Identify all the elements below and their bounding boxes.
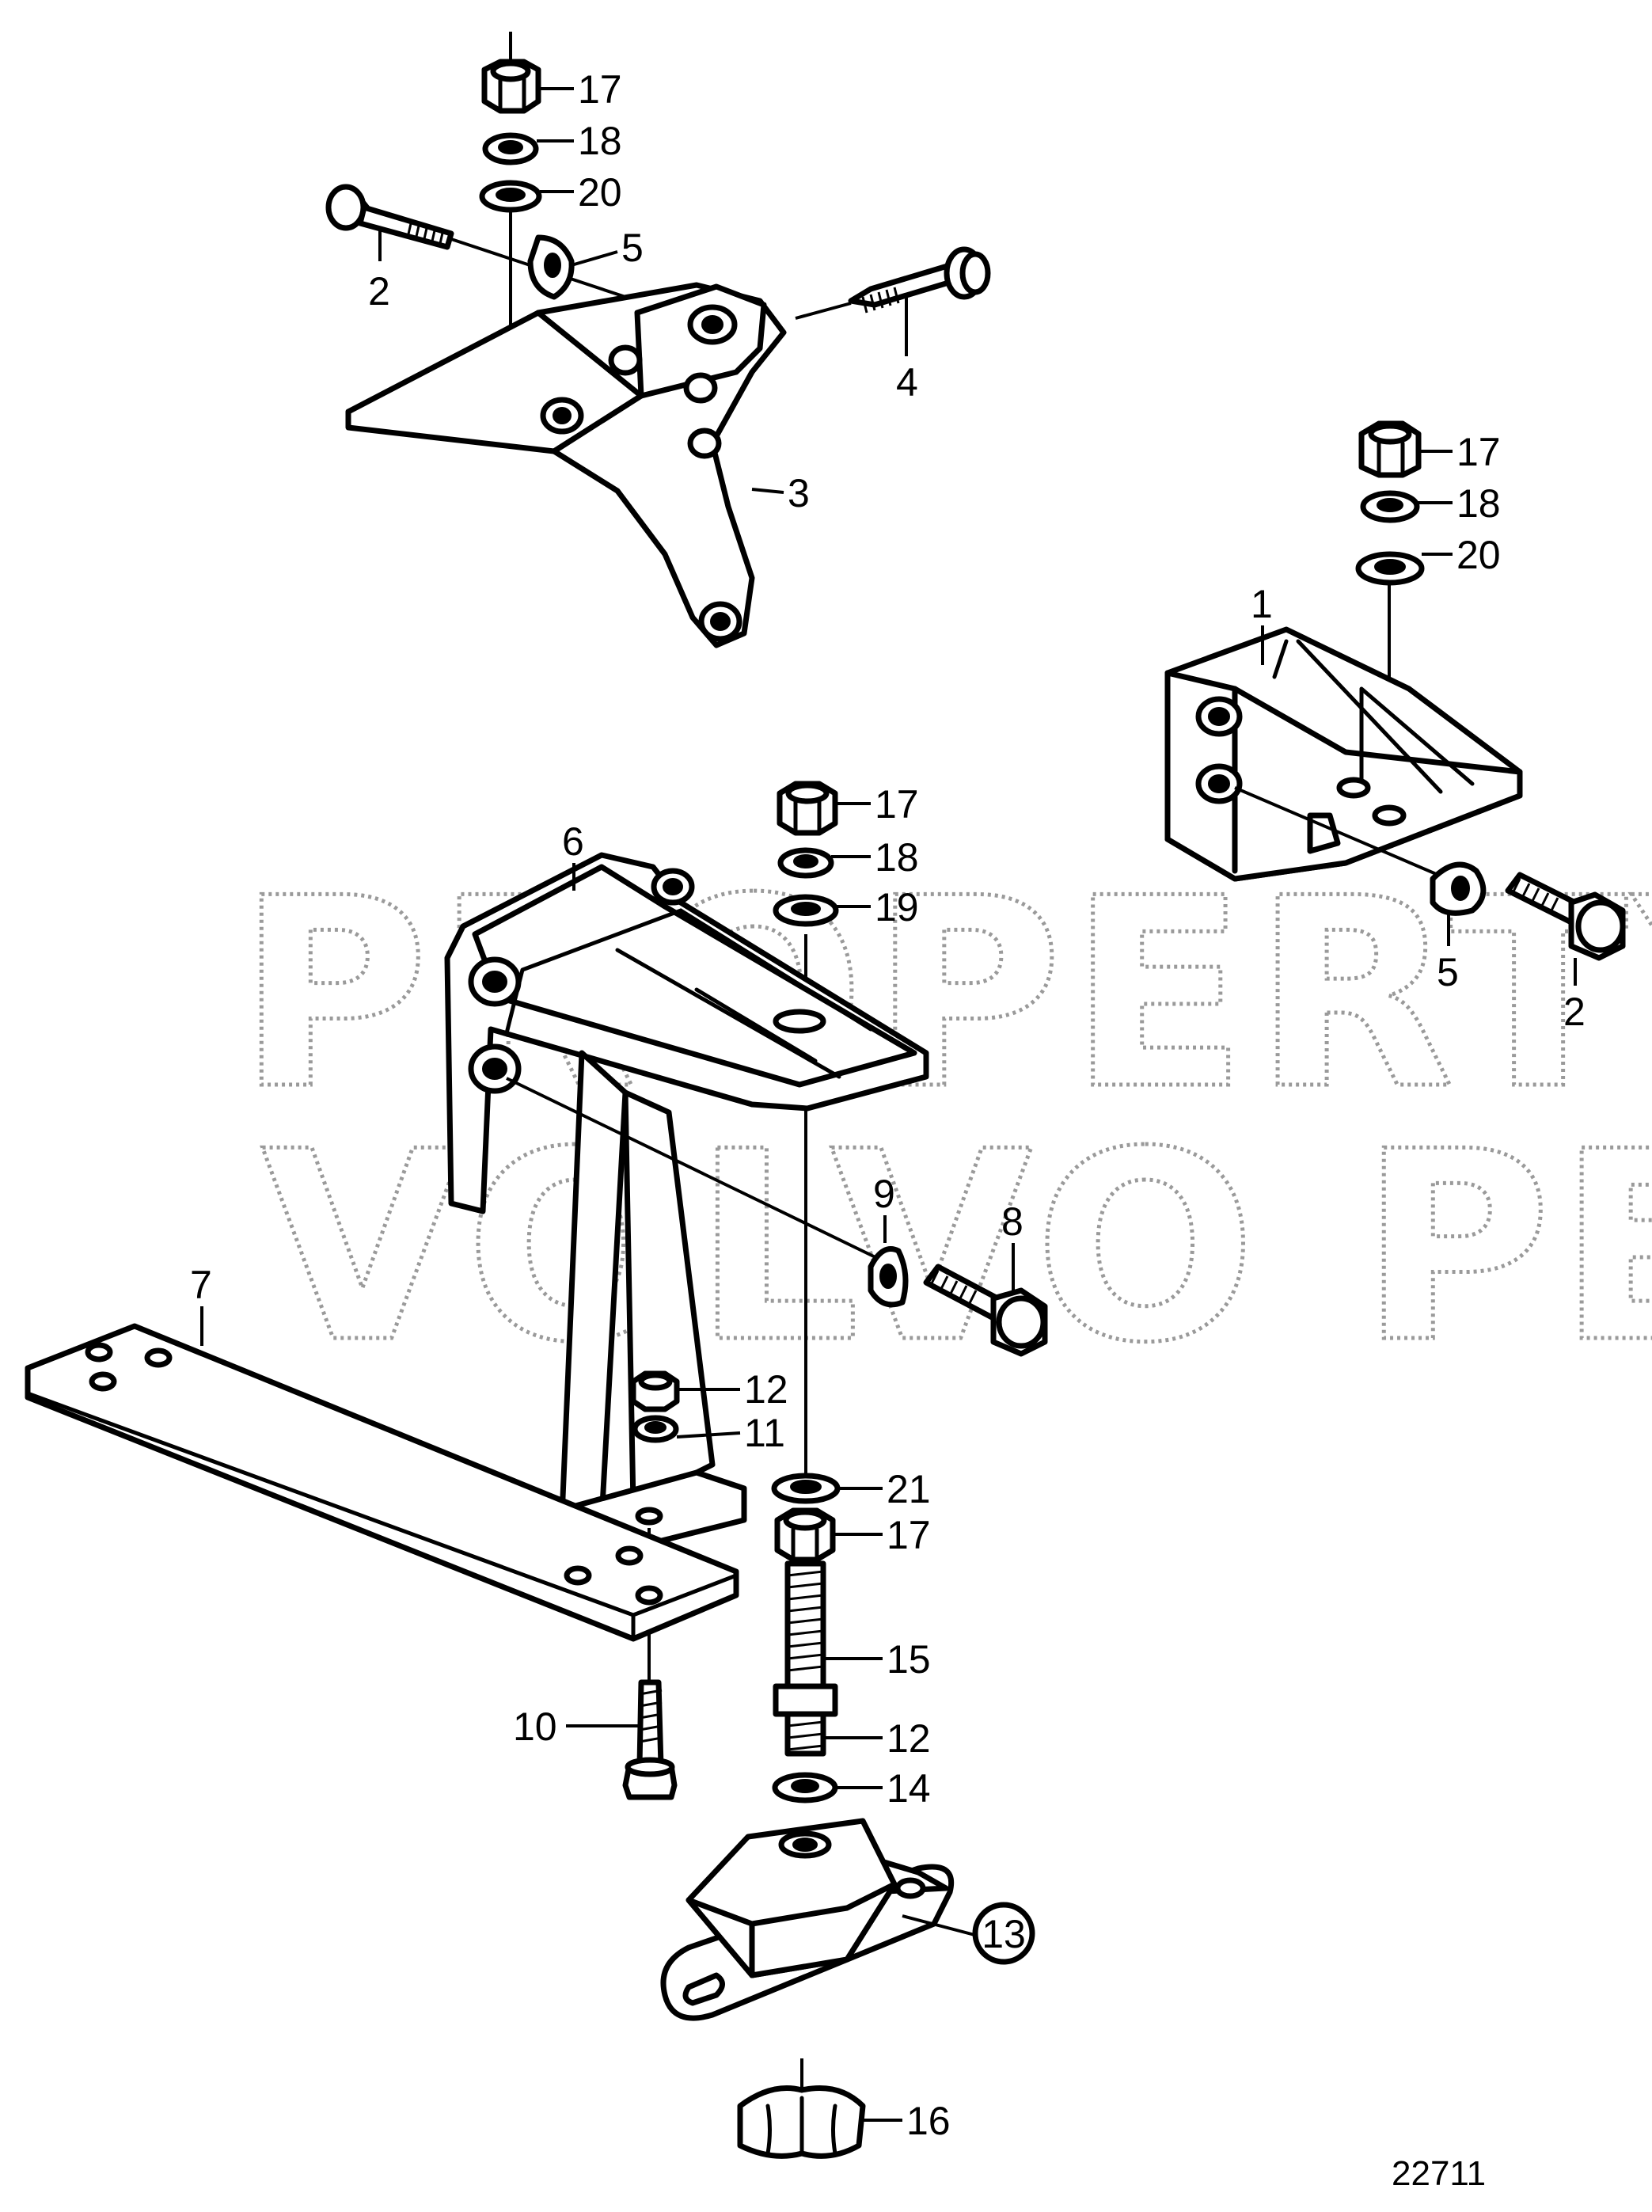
callout-6: 6 [562,819,584,864]
callout-12: 12 [887,1716,931,1761]
callout-1: 1 [1251,582,1273,626]
lock-washer [1360,490,1420,523]
callout-19: 19 [875,885,919,929]
callout-8: 8 [1001,1199,1023,1244]
flange-bolt [1505,872,1626,961]
callout-3: 3 [788,471,810,515]
flat-washer [773,894,839,927]
flange-bolt [923,1264,1048,1357]
callout-17: 17 [875,782,919,827]
hex-nut [1358,420,1422,478]
callout-7: 7 [190,1263,212,1307]
hex-nut [481,59,541,114]
callout-20: 20 [1456,533,1501,577]
callout-9: 9 [873,1172,895,1216]
flange-bolt [848,246,991,314]
callout-14: 14 [887,1766,931,1811]
lock-washer [777,847,834,879]
callout-labels: 17 18 20 5 2 4 3 17 18 20 1 5 2 6 17 18 … [190,67,1586,2143]
washer [868,1246,909,1308]
callout-15: 15 [887,1637,931,1682]
threaded-stud [773,1560,838,1757]
callout-5: 5 [1437,950,1459,994]
center-bracket-assembly [25,781,1048,2159]
rubber-engine-mount [660,1818,954,2021]
callout-21: 21 [887,1467,931,1511]
hex-nut [774,1507,836,1563]
callout-16: 16 [906,2099,951,2143]
knob-cap [737,2058,866,2159]
top-bracket-assembly [325,32,991,648]
flat-washer [771,1473,841,1504]
flat-washer [632,1415,679,1443]
lock-washer [482,132,539,165]
callout-2: 2 [368,269,390,314]
callout-circle [972,1902,1035,1965]
callout-17: 17 [578,67,622,112]
callout-13: 13 [982,1912,1026,1956]
callout-18: 18 [1456,481,1501,526]
callout-10: 10 [513,1705,557,1749]
support-bar-7 [25,1323,739,1642]
drawing-number: 22711 [1392,2154,1486,2193]
callout-4: 4 [896,360,918,405]
flat-washer [772,1772,838,1803]
watermark-line-2: VOLVO PENTA [261,1096,1652,1400]
callout-17: 17 [1456,430,1501,474]
flat-washer [479,180,542,213]
callout-5: 5 [621,226,644,270]
callout-11: 11 [744,1411,785,1455]
hex-nut [630,1370,680,1412]
callout-12: 12 [744,1367,788,1412]
callout-2: 2 [1563,990,1586,1034]
callout-18: 18 [578,119,622,163]
engine-bracket-3 [345,282,787,648]
engine-bracket-1 [1164,626,1523,882]
flange-bolt [622,1647,678,1800]
hex-nut [777,781,838,836]
callout-20: 20 [578,170,622,215]
flat-washer [1355,551,1425,586]
washer [527,234,575,300]
flange-bolt [325,184,454,250]
right-bracket-assembly [1164,420,1626,986]
callout-17: 17 [887,1513,931,1557]
callout-18: 18 [875,835,919,880]
washer [1430,861,1487,916]
